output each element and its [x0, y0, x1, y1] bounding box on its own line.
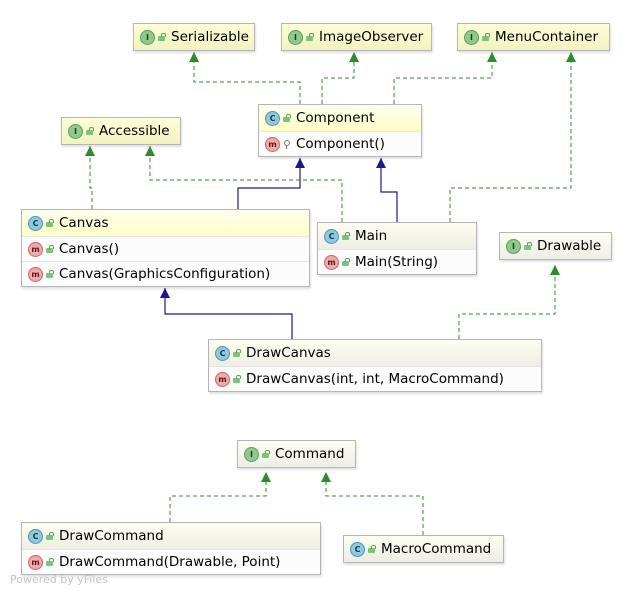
public-visibility-icon — [46, 269, 54, 279]
public-visibility-icon — [283, 113, 291, 123]
public-visibility-icon — [368, 544, 376, 554]
member-row: m Component() — [259, 131, 421, 156]
draw-command-class-node[interactable]: C DrawCommand m DrawCommand(Drawable, Poin… — [21, 522, 321, 575]
abstract-class-icon: C — [265, 110, 280, 126]
member-text: DrawCommand(Drawable, Point) — [59, 554, 281, 570]
node-header: I MenuContainer — [458, 24, 609, 50]
method-icon: m — [265, 136, 280, 152]
menu-container-interface-node[interactable]: I MenuContainer — [457, 23, 610, 51]
node-title: MenuContainer — [495, 29, 599, 45]
edge-component-to-image-observer — [321, 52, 359, 104]
public-visibility-icon — [46, 218, 54, 228]
node-header: I Accessible — [62, 118, 180, 144]
node-header: C MacroCommand — [344, 536, 503, 562]
edge-component-to-serializable — [189, 52, 301, 104]
node-title: Command — [275, 446, 345, 462]
macro-command-class-node[interactable]: C MacroCommand — [343, 535, 504, 563]
node-header: I Drawable — [500, 233, 611, 259]
node-header: I Serializable — [134, 24, 254, 50]
edge-draw-canvas-to-canvas — [160, 288, 293, 339]
member-text: Main(String) — [355, 254, 439, 270]
node-title: Main — [355, 228, 388, 244]
public-visibility-icon — [233, 348, 241, 358]
public-visibility-icon — [524, 241, 532, 251]
interface-icon: I — [464, 29, 479, 45]
public-visibility-icon — [482, 32, 490, 42]
edge-component-to-menu-container — [393, 52, 497, 104]
member-text: Canvas(GraphicsConfiguration) — [59, 266, 271, 282]
method-icon: m — [215, 371, 230, 387]
node-header: I ImageObserver — [282, 24, 431, 50]
member-text: Component() — [296, 136, 385, 152]
main-class-node[interactable]: C Main m Main(String) — [317, 222, 477, 275]
interface-icon: I — [68, 123, 83, 139]
node-header: C Main — [318, 223, 476, 249]
public-visibility-icon — [46, 244, 54, 254]
interface-icon: I — [140, 29, 155, 45]
node-header: I Command — [238, 441, 355, 467]
node-header: C DrawCanvas — [209, 340, 541, 366]
class-icon: C — [215, 345, 230, 361]
member-row: m DrawCanvas(int, int, MacroCommand) — [209, 366, 541, 391]
public-visibility-icon — [233, 374, 241, 384]
node-title: Canvas — [59, 215, 109, 231]
yfiles-watermark: Powered by yFiles — [10, 573, 108, 586]
public-visibility-icon — [46, 557, 54, 567]
node-title: DrawCommand — [59, 528, 164, 544]
member-row: m Canvas(GraphicsConfiguration) — [22, 261, 309, 286]
method-icon: m — [28, 554, 43, 570]
interface-icon: I — [288, 29, 303, 45]
member-text: DrawCanvas(int, int, MacroCommand) — [246, 371, 504, 387]
member-text: Canvas() — [59, 241, 120, 257]
interface-icon: I — [506, 238, 521, 254]
class-icon: C — [28, 215, 43, 231]
member-row: m DrawCommand(Drawable, Point) — [22, 549, 320, 574]
public-visibility-icon — [158, 32, 166, 42]
member-row: m Canvas() — [22, 236, 309, 261]
node-title: MacroCommand — [381, 541, 492, 557]
edge-macro-command-to-command — [321, 472, 424, 535]
node-header: C DrawCommand — [22, 523, 320, 549]
edge-canvas-to-component — [237, 158, 305, 209]
image-observer-interface-node[interactable]: I ImageObserver — [281, 23, 432, 51]
method-icon: m — [28, 266, 43, 282]
public-visibility-icon — [342, 257, 350, 267]
member-row: m Main(String) — [318, 249, 476, 274]
public-visibility-icon — [262, 449, 270, 459]
node-title: Drawable — [537, 238, 602, 254]
interface-icon: I — [244, 446, 259, 462]
edge-main-to-menu-container — [449, 52, 576, 222]
node-header: C Canvas — [22, 210, 309, 236]
public-visibility-icon — [46, 531, 54, 541]
node-title: Serializable — [171, 29, 249, 45]
class-icon: C — [350, 541, 365, 557]
public-visibility-icon — [306, 32, 314, 42]
edge-canvas-to-accessible — [85, 146, 95, 209]
serializable-interface-node[interactable]: I Serializable — [133, 23, 255, 51]
edge-main-to-accessible — [145, 146, 343, 222]
public-visibility-icon — [86, 126, 94, 136]
node-header: C Component — [259, 105, 421, 131]
accessible-interface-node[interactable]: I Accessible — [61, 117, 181, 145]
method-icon: m — [324, 254, 339, 270]
edge-draw-command-to-command — [169, 472, 271, 522]
command-interface-node[interactable]: I Command — [237, 440, 356, 468]
class-icon: C — [28, 528, 43, 544]
node-title: ImageObserver — [319, 29, 424, 45]
package-visibility-icon — [283, 139, 290, 149]
node-title: Accessible — [99, 123, 170, 139]
drawable-interface-node[interactable]: I Drawable — [499, 232, 612, 260]
edge-draw-canvas-to-drawable — [458, 265, 560, 339]
method-icon: m — [28, 241, 43, 257]
draw-canvas-class-node[interactable]: C DrawCanvas m DrawCanvas(int, int, MacroC… — [208, 339, 542, 392]
class-icon: C — [324, 228, 339, 244]
node-title: DrawCanvas — [246, 345, 331, 361]
component-class-node[interactable]: C Component m Component() — [258, 104, 422, 157]
node-title: Component — [296, 110, 375, 126]
edge-main-to-component — [376, 158, 398, 222]
public-visibility-icon — [342, 231, 350, 241]
